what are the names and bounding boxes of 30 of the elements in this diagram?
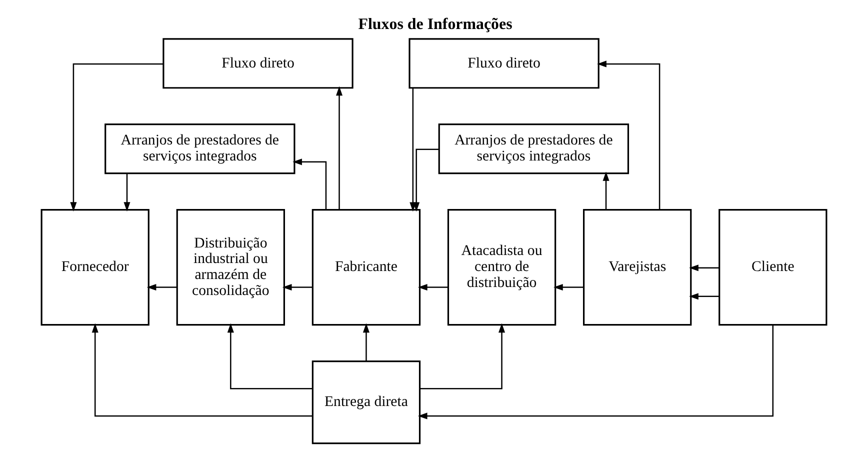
arrow <box>417 325 774 420</box>
arrow <box>335 86 342 210</box>
arrow <box>292 158 326 210</box>
node-box: Atacadista ou centro de distribuição <box>446 208 556 326</box>
arrow <box>412 148 438 212</box>
node-box: Cliente <box>718 208 827 326</box>
node-box: Arranjos de prestadores de serviços integrados <box>104 124 295 174</box>
node-box: Fabricante <box>311 208 420 326</box>
arrow <box>70 63 163 212</box>
arrow <box>553 284 584 291</box>
arrow <box>123 173 130 212</box>
node-box: Fluxo direto <box>408 38 599 89</box>
arrow <box>596 60 660 210</box>
arrow <box>417 284 448 291</box>
diagram-title: Fluxos de Informações <box>358 16 512 33</box>
arrow <box>419 323 505 390</box>
arrow <box>146 284 177 291</box>
node-box: Fluxo direto <box>162 38 353 89</box>
node-box: Entrega direta <box>311 360 420 444</box>
arrow <box>362 323 369 362</box>
node-box: Varejistas <box>582 208 692 326</box>
node-box: Distribuição industrial ou armazém de consolidação <box>176 208 284 326</box>
arrow <box>688 293 719 300</box>
node-box: Arranjos de prestadores de serviços integrados <box>438 124 629 174</box>
arrow <box>282 284 312 291</box>
arrow <box>226 323 312 390</box>
node-box: Fornecedor <box>40 208 149 326</box>
arrow <box>91 323 312 417</box>
arrow <box>688 264 719 272</box>
arrow <box>602 172 609 210</box>
